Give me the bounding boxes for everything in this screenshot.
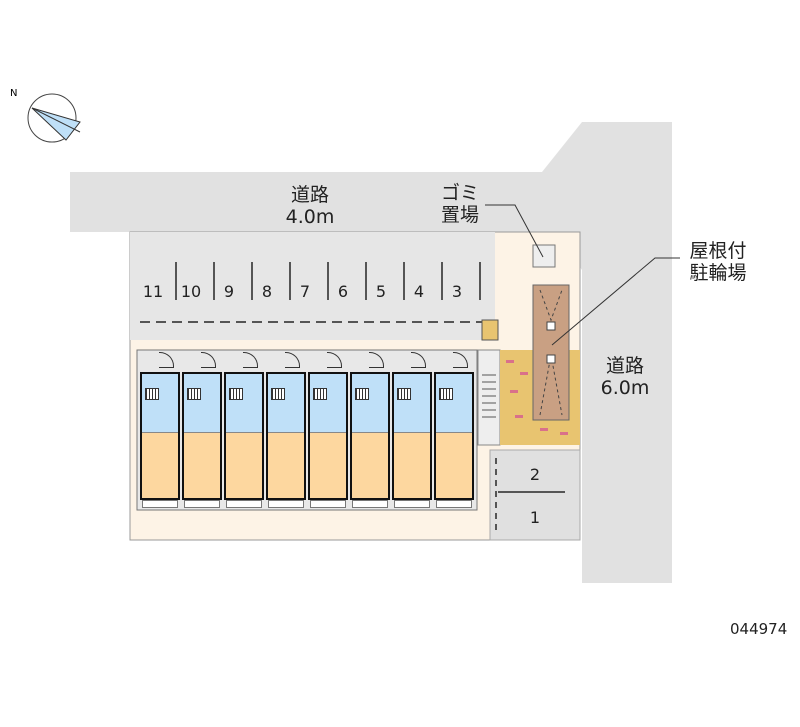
balcony bbox=[436, 500, 472, 508]
garbage-box bbox=[532, 244, 556, 268]
wet-area bbox=[268, 374, 304, 433]
wet-area bbox=[436, 374, 472, 433]
kitchen-icon bbox=[187, 388, 201, 400]
balcony bbox=[268, 500, 304, 508]
balcony bbox=[394, 500, 430, 508]
parking-number: 3 bbox=[451, 282, 463, 301]
parking-number: 2 bbox=[529, 465, 541, 484]
parking-number: 5 bbox=[375, 282, 387, 301]
meter bbox=[481, 319, 499, 341]
parking-number: 4 bbox=[413, 282, 425, 301]
kitchen-icon bbox=[355, 388, 369, 400]
bicycle-leader bbox=[551, 257, 680, 346]
parking-number: 1 bbox=[529, 508, 541, 527]
north-arrow-icon bbox=[27, 93, 81, 143]
garbage-label: ゴミ置場 bbox=[440, 182, 479, 226]
apartment-unit bbox=[434, 352, 474, 508]
wet-area bbox=[142, 374, 178, 433]
apartment-unit bbox=[350, 352, 390, 508]
apartment-unit bbox=[182, 352, 222, 508]
road-shape bbox=[70, 122, 672, 583]
garbage-leader bbox=[485, 204, 544, 258]
wet-area bbox=[352, 374, 388, 433]
wet-area bbox=[310, 374, 346, 433]
parking-area-side bbox=[489, 449, 581, 541]
stair bbox=[477, 349, 501, 446]
parking-number: 7 bbox=[299, 282, 311, 301]
bicycle-label: 屋根付駐輪場 bbox=[689, 240, 747, 284]
apartment-unit bbox=[308, 352, 348, 508]
apartment-unit bbox=[224, 352, 264, 508]
kitchen-icon bbox=[145, 388, 159, 400]
balcony bbox=[226, 500, 262, 508]
balcony bbox=[142, 500, 178, 508]
parking-number: 9 bbox=[223, 282, 235, 301]
apartment-unit bbox=[140, 352, 180, 508]
apartment-unit bbox=[266, 352, 306, 508]
property-id: 044974 bbox=[730, 620, 788, 638]
balcony bbox=[184, 500, 220, 508]
kitchen-icon bbox=[313, 388, 327, 400]
balcony bbox=[310, 500, 346, 508]
kitchen-icon bbox=[229, 388, 243, 400]
bicycle-shelter bbox=[532, 284, 570, 421]
wet-area bbox=[394, 374, 430, 433]
wet-area bbox=[226, 374, 262, 433]
parking-number: 11 bbox=[142, 282, 164, 301]
apartment-unit bbox=[392, 352, 432, 508]
kitchen-icon bbox=[397, 388, 411, 400]
parking-number: 6 bbox=[337, 282, 349, 301]
parking-number: 8 bbox=[261, 282, 273, 301]
kitchen-icon bbox=[271, 388, 285, 400]
parking-number: 10 bbox=[180, 282, 202, 301]
kitchen-icon bbox=[439, 388, 453, 400]
balcony bbox=[352, 500, 388, 508]
north-label: N bbox=[10, 88, 18, 99]
wet-area bbox=[184, 374, 220, 433]
